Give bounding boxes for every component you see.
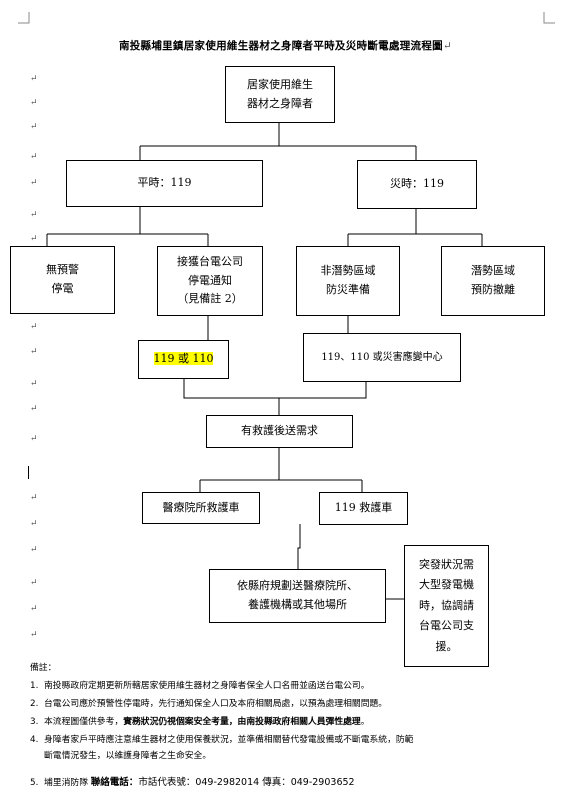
highlighted-text: 119 或 110	[153, 352, 214, 366]
call-119-110-box: 119 或 110	[138, 340, 229, 379]
disabled-person-box: 居家使用維生 器材之身障者	[225, 66, 335, 123]
normal-time-box: 平時：119	[66, 160, 263, 207]
box-label: 有救護後送需求	[241, 424, 318, 438]
document-title: 南投縣埔里鎮居家使用維生器材之身障者平時及災時斷電處理流程圖↵	[118, 40, 453, 52]
box-line: （見備註 2）	[177, 292, 243, 306]
box-line: 大型發電機	[419, 578, 474, 592]
box-label: 119 或 110	[153, 350, 214, 369]
note-text: 。	[360, 717, 370, 727]
box-line: 突發狀況需	[419, 558, 474, 572]
box-line: 養護機構或其他場所	[248, 598, 347, 611]
note-item: 2. 台電公司應於預警性停電時，先行通知保全人口及本府相關局處，以預為處理相關問題…	[30, 697, 387, 711]
paragraph-mark: ↵	[30, 379, 38, 389]
box-line: 預防撤離	[471, 283, 515, 296]
paragraph-mark: ↵	[30, 630, 38, 640]
contact-numbers: 市話代表號：049-2982014 傳真：049-2903652	[138, 777, 355, 788]
paragraph-mark: ↵	[30, 152, 38, 162]
paragraph-mark: ↵	[30, 493, 38, 503]
box-label: 119 救護車	[334, 501, 393, 515]
page-corner-top-left	[18, 12, 30, 24]
paragraph-mark: ↵	[30, 604, 38, 614]
paragraph-mark: ↵	[30, 210, 38, 220]
contact-label: 聯絡電話：	[90, 777, 139, 788]
taipower-notice-box: 接獲台電公司 停電通知 （見備註 2）	[157, 246, 263, 316]
box-label: 平時：119	[137, 176, 192, 190]
note-item: 3. 本流程圖僅供參考，實務狀況仍視個案安全考量，由南投縣政府相關人員彈性處理。	[30, 715, 370, 729]
non-risk-area-box: 非潛勢區域 防災準備	[296, 246, 400, 316]
box-line: 居家使用維生	[247, 77, 313, 91]
box-label: 災時：119	[390, 177, 444, 191]
paragraph-mark: ↵	[30, 234, 38, 244]
page-corner-top-right	[543, 12, 555, 24]
paragraph-mark: ↵	[30, 122, 38, 132]
box-line: 依縣府規劃送醫療院所、	[237, 579, 358, 593]
note-text: 斷電情況發生，以維護身障者之生命安全。	[44, 751, 212, 761]
note-bold-text: 實務狀況仍視個案安全考量，由南投縣政府相關人員彈性處理	[123, 717, 361, 727]
box-line: 潛勢區域	[471, 264, 515, 278]
box-line: 無預警	[46, 263, 79, 277]
paragraph-mark: ↵	[30, 434, 38, 444]
note-text: 本流程圖僅供參考，	[44, 717, 124, 727]
text-cursor	[28, 466, 29, 479]
note-item: 5. 埔里消防隊 聯絡電話：市話代表號：049-2982014 傳真：049-29…	[30, 775, 355, 790]
paragraph-mark: ↵	[30, 98, 38, 108]
paragraph-mark: ↵	[30, 545, 38, 555]
box-label: 醫療院所救護車	[162, 500, 240, 514]
box-line: 非潛勢區域	[320, 264, 376, 278]
note-number: 4.	[30, 735, 39, 745]
box-line: 時，協調請	[419, 598, 474, 612]
paragraph-mark: ↵	[30, 178, 38, 188]
note-number: 2.	[30, 699, 39, 709]
note-item: 1. 南投縣政府定期更新所轄居家使用維生器材之身障者保全人口名冊並函送台電公司。	[30, 679, 370, 693]
emergency-center-box: 119、110 或災害應變中心	[303, 333, 461, 382]
note-unit: 埔里消防隊	[44, 778, 88, 788]
box-label: 119、110 或災害應變中心	[321, 352, 443, 363]
paragraph-mark: ↵	[30, 322, 38, 332]
paragraph-mark: ↵	[30, 347, 38, 357]
transport-box: 依縣府規劃送醫療院所、 養護機構或其他場所	[209, 569, 386, 623]
paragraph-mark: ↵	[30, 578, 38, 588]
box-line: 接獲台電公司	[177, 254, 243, 268]
note-number: 1.	[30, 681, 39, 691]
ambulance-119-box: 119 救護車	[319, 492, 408, 525]
note-number: 3.	[30, 717, 39, 727]
paragraph-mark: ↵	[30, 74, 38, 84]
box-line: 台電公司支	[419, 619, 474, 633]
note-number: 5.	[30, 778, 39, 788]
rescue-need-box: 有救護後送需求	[206, 415, 353, 448]
note-item-continuation: 斷電情況發生，以維護身障者之生命安全。	[44, 749, 211, 763]
notes-heading: 備註：	[30, 663, 57, 673]
box-line: 器材之身障者	[247, 96, 313, 110]
note-item: 4. 身障者家戶平時應注意維生器材之使用保養狀況，並準備相關替代發電設備或不斷電系…	[30, 733, 413, 747]
box-line: 防災準備	[326, 283, 370, 296]
paragraph-mark: ↵	[30, 519, 38, 529]
emergency-generator-box: 突發狀況需 大型發電機 時，協調請 台電公司支 援。	[404, 545, 489, 667]
box-line: 停電通知	[188, 273, 232, 287]
note-text: 南投縣政府定期更新所轄居家使用維生器材之身障者保全人口名冊並函送台電公司。	[44, 681, 370, 691]
paragraph-mark: ↵	[30, 404, 38, 414]
disaster-time-box: 災時：119	[357, 160, 477, 209]
note-text: 身障者家戶平時應注意維生器材之使用保養狀況，並準備相關替代發電設備或不斷電系統，…	[44, 735, 414, 745]
box-line: 援。	[435, 639, 458, 653]
hospital-ambulance-box: 醫療院所救護車	[142, 492, 260, 524]
note-text: 台電公司應於預警性停電時，先行通知保全人口及本府相關局處，以預為處理相關問題。	[44, 699, 388, 709]
risk-area-box: 潛勢區域 預防撤離	[441, 246, 545, 316]
box-line: 停電	[51, 282, 74, 295]
no-warning-outage-box: 無預警 停電	[10, 246, 115, 314]
